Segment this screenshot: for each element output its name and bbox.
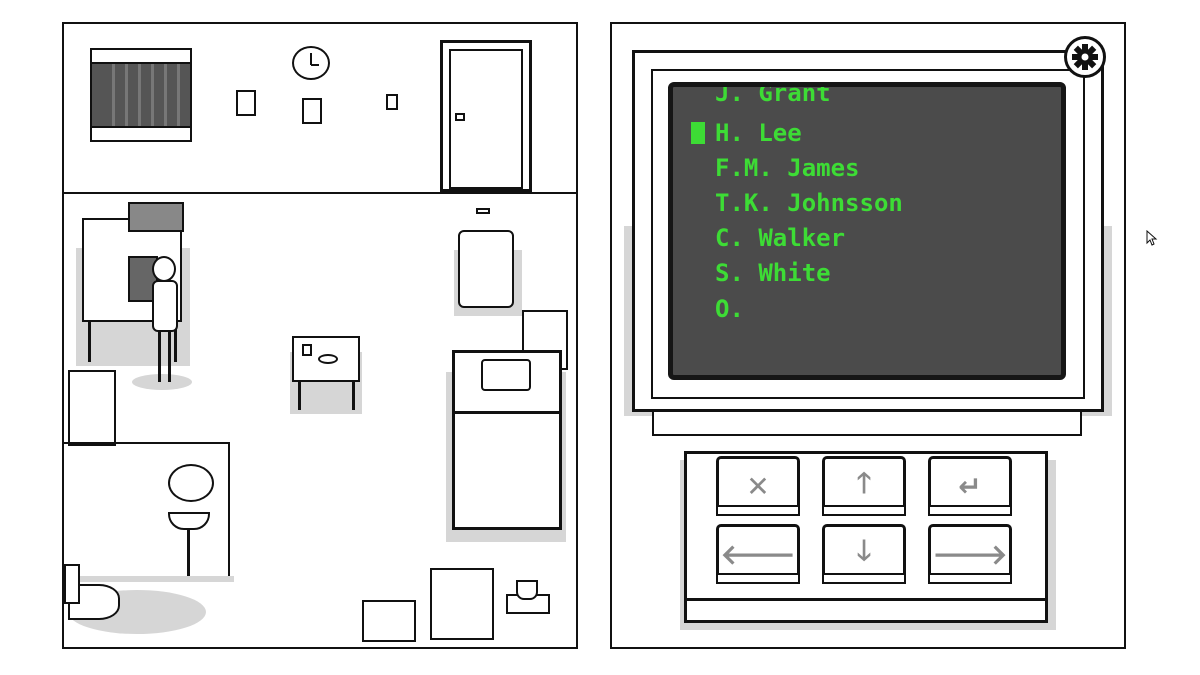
right-key[interactable]: 🡒 [928,524,1012,584]
cup[interactable] [302,344,312,356]
down-key[interactable]: 🡓 [822,524,906,584]
list-item[interactable]: C. Walker [715,224,846,252]
enter-key[interactable]: ↵ [928,456,1012,516]
terminal-screen[interactable]: J. Grant H. Lee F.M. James T.K. Johnsson… [668,82,1066,380]
enter-icon: ↵ [958,469,982,503]
clock-icon[interactable] [292,46,330,80]
vent [476,208,490,214]
close-icon: ✕ [746,469,770,503]
selection-cursor [691,122,705,144]
character-body [152,280,178,332]
picture-frame[interactable] [236,90,256,116]
cancel-key[interactable]: ✕ [716,456,800,516]
barred-window[interactable] [90,48,192,142]
left-key[interactable]: 🡐 [716,524,800,584]
pillow[interactable] [481,359,531,391]
list-item-selected[interactable]: H. Lee [715,119,802,147]
mouse-pointer-icon [1146,230,1158,246]
toilet-tank [64,564,80,604]
up-key[interactable]: 🡑 [822,456,906,516]
list-item[interactable]: T.K. Johnsson [715,189,903,217]
cardboard-box[interactable] [128,202,184,232]
plate[interactable] [318,354,338,364]
arrow-down-icon: 🡓 [856,534,872,567]
wall-line [64,192,576,194]
clipboard[interactable] [302,98,322,124]
arrow-left-icon: 🡐 [720,538,796,571]
mini-fridge[interactable] [430,568,494,640]
list-item[interactable]: O. [715,295,744,323]
arrow-up-icon: 🡑 [856,466,872,499]
low-crate[interactable] [362,600,416,642]
arrow-right-icon: 🡒 [932,538,1008,571]
sink[interactable] [168,512,210,530]
list-item[interactable]: F.M. James [715,154,860,182]
player-character [152,256,176,282]
mirror[interactable] [168,464,214,502]
cabinet[interactable] [68,370,116,446]
white-door[interactable] [440,40,532,192]
chair[interactable] [458,230,514,308]
bed[interactable] [452,350,562,530]
potted-plant[interactable] [516,580,538,600]
light-switch[interactable] [386,94,398,110]
gear-icon[interactable] [1064,36,1106,78]
list-item[interactable]: S. White [715,259,831,287]
list-item[interactable]: J. Grant [715,82,831,107]
room-scene[interactable] [62,22,578,649]
